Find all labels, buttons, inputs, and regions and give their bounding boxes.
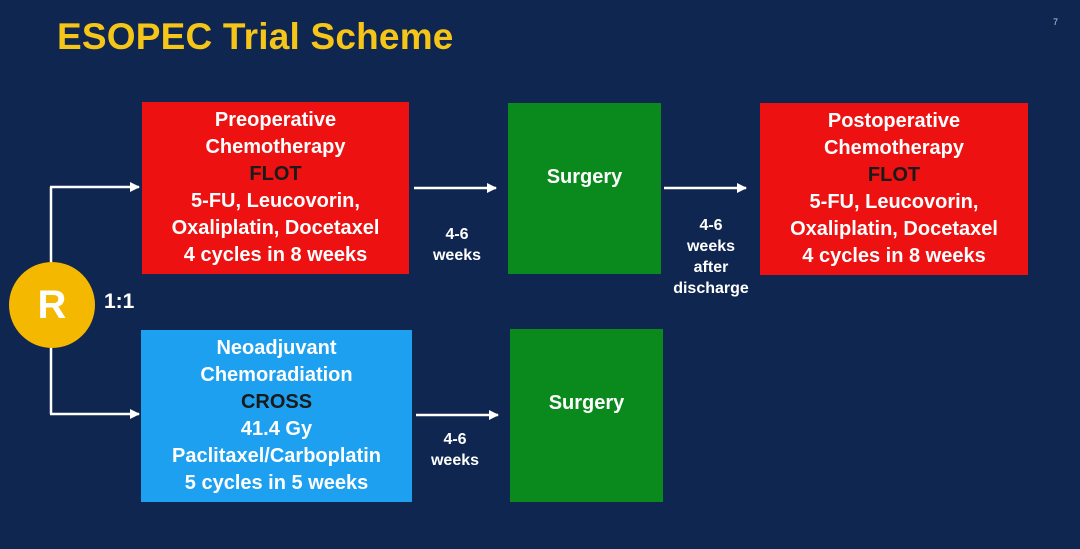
flot-surgery-box: Surgery (508, 103, 661, 274)
flot-surgery-label: Surgery (546, 166, 623, 188)
crt-detail-3: 5 cycles in 5 weeks (184, 472, 369, 494)
preop-detail-1: 5-FU, Leucovorin, (191, 190, 360, 212)
postop-line-1: Postoperative (827, 110, 961, 132)
cross-surgery-label: Surgery (548, 392, 625, 414)
postop-interval-line-1: 4-6 (699, 217, 723, 234)
page-number: 7 (1052, 17, 1058, 27)
crt-detail-1: 41.4 Gy (240, 418, 313, 440)
preop-line-1: Preoperative (214, 109, 337, 131)
cross-interval-line-2: weeks (430, 452, 480, 469)
cross-interval-line-1: 4-6 (443, 431, 467, 448)
randomization-circle: R (9, 262, 95, 348)
postop-chemo-box: Postoperative Chemotherapy FLOT 5-FU, Le… (760, 103, 1028, 275)
flot-interval-label: 4-6 weeks (424, 224, 490, 266)
cross-interval-label: 4-6 weeks (422, 429, 488, 471)
postop-detail-3: 4 cycles in 8 weeks (802, 245, 986, 267)
crt-detail-2: Paclitaxel/Carboplatin (172, 445, 381, 467)
crt-line-1: Neoadjuvant (216, 337, 337, 359)
preop-detail-3: 4 cycles in 8 weeks (183, 244, 368, 266)
postop-line-2: Chemotherapy (823, 137, 965, 159)
flot-interval-line-1: 4-6 (445, 226, 469, 243)
crt-regimen: CROSS (240, 391, 313, 413)
postop-regimen: FLOT (867, 164, 921, 186)
slide-title: ESOPEC Trial Scheme (57, 16, 454, 57)
flot-interval-line-2: weeks (432, 247, 482, 264)
postop-interval-line-2: weeks (686, 238, 736, 255)
postop-interval-label: 4-6 weeks after discharge (664, 215, 758, 299)
postop-interval-line-3: after (693, 259, 729, 276)
preop-line-2: Chemotherapy (205, 136, 346, 158)
postop-interval-line-4: discharge (673, 280, 749, 297)
preop-regimen: FLOT (249, 163, 302, 185)
cross-surgery-box: Surgery (510, 329, 663, 502)
randomization-symbol: R (37, 282, 67, 327)
preop-detail-2: Oxaliplatin, Docetaxel (171, 217, 380, 239)
crt-line-2: Chemoradiation (200, 364, 353, 386)
preop-chemo-box: Preoperative Chemotherapy FLOT 5-FU, Leu… (142, 102, 409, 274)
randomization-ratio: 1:1 (104, 290, 135, 313)
postop-detail-2: Oxaliplatin, Docetaxel (790, 218, 998, 240)
neoadjuvant-crt-box: Neoadjuvant Chemoradiation CROSS 41.4 Gy… (141, 330, 412, 502)
postop-detail-1: 5-FU, Leucovorin, (809, 191, 979, 213)
